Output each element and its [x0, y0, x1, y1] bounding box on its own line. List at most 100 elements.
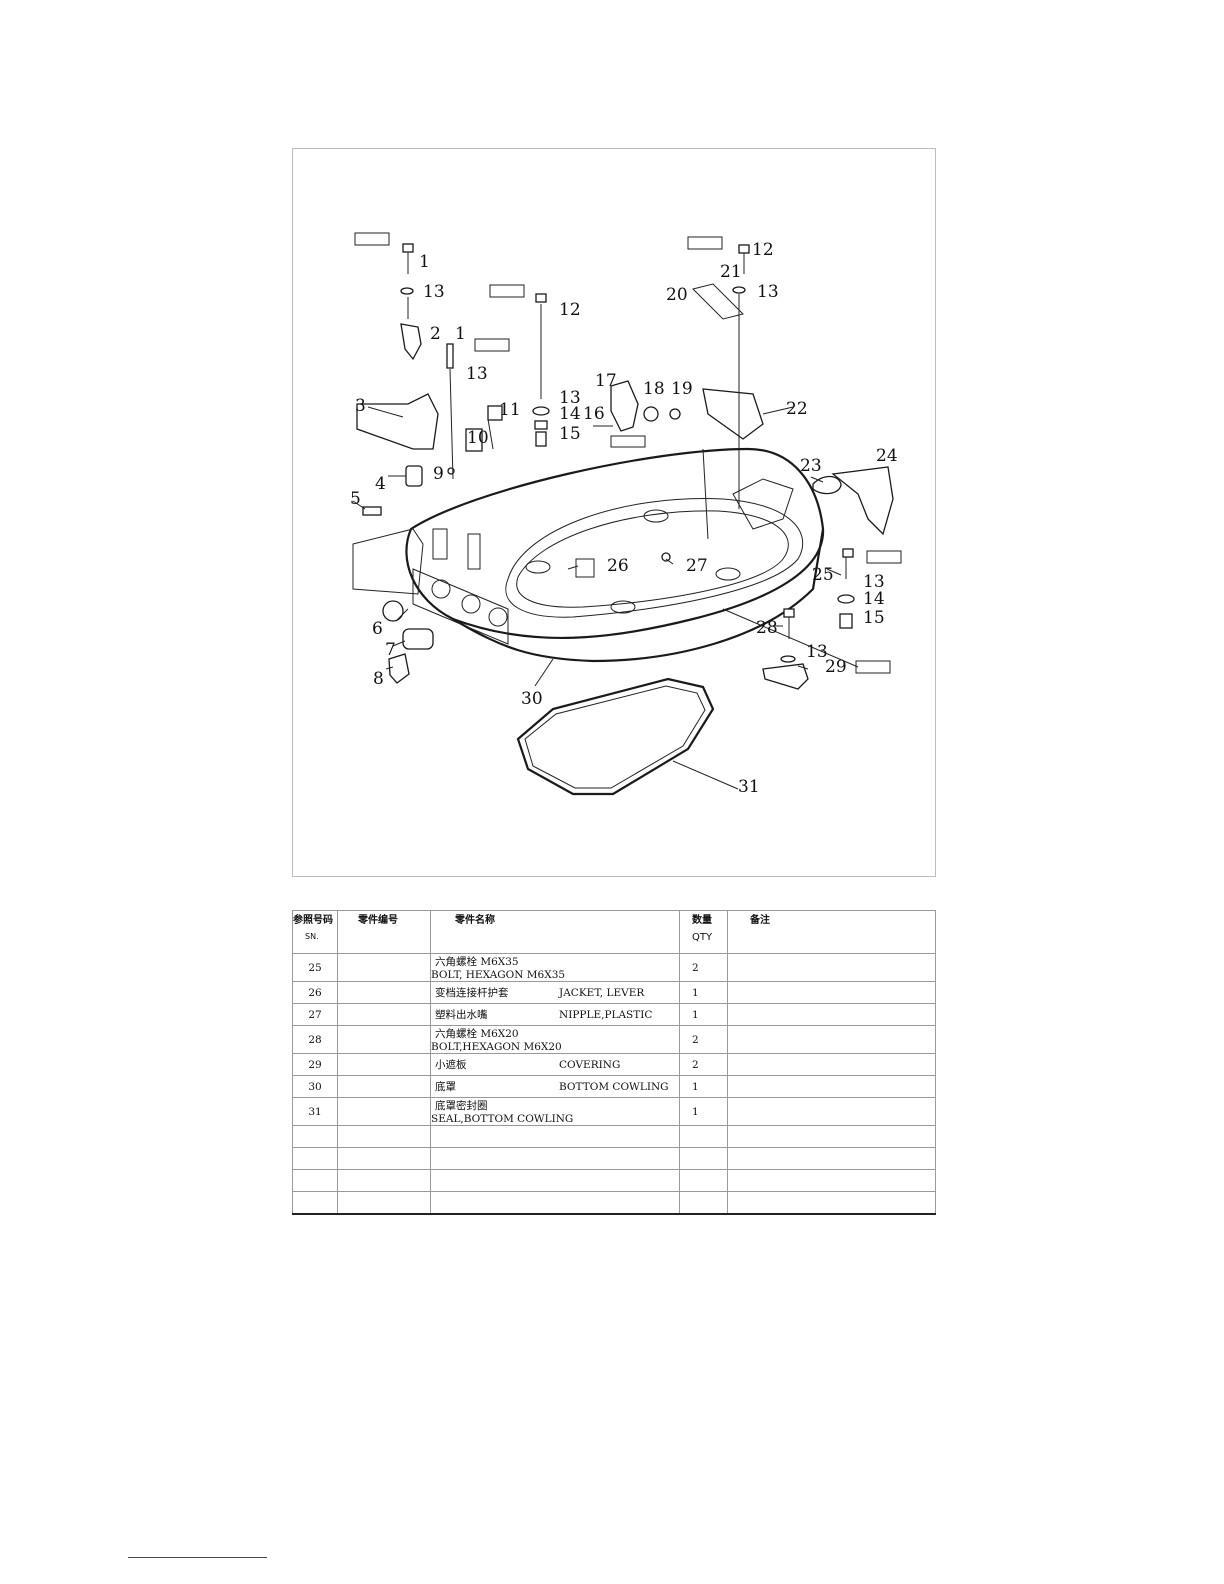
cell-qty: 2 — [679, 1025, 728, 1054]
callout: 26 — [607, 556, 629, 576]
callout: 12 — [559, 300, 581, 320]
cell-remarks — [727, 1097, 936, 1126]
header-qty: 数量 QTY — [679, 910, 728, 954]
bottom-cowling-drawing — [352, 447, 825, 663]
leader-lines — [352, 294, 859, 790]
callout: 24 — [876, 446, 898, 466]
header-remarks: 备注 — [727, 910, 936, 954]
callout: 13 — [466, 364, 488, 384]
cell-sn: 31 — [292, 1097, 338, 1126]
callout: 1 — [455, 324, 466, 344]
part-name-en: JACKET, LEVER — [559, 987, 645, 999]
cell-qty — [679, 1169, 728, 1192]
cell-remarks — [727, 1053, 936, 1076]
callout: 1 — [419, 252, 430, 272]
callout: 27 — [686, 556, 708, 576]
part-name-en: BOTTOM COWLING — [559, 1081, 669, 1093]
cell-qty — [679, 1125, 728, 1148]
cell-part-no — [337, 953, 431, 982]
table-row: 31 底罩密封圈SEAL,BOTTOM COWLING 1 — [292, 1097, 936, 1126]
cell-part-no — [337, 1025, 431, 1054]
cell-remarks — [727, 981, 936, 1004]
callout: 30 — [521, 689, 543, 709]
part-name-en: BOLT,HEXAGON M6X20 — [431, 1041, 562, 1053]
callout: 20 — [666, 285, 688, 305]
header-ref-code: 参照号码 SN. — [292, 910, 338, 954]
callout: 16 — [583, 404, 605, 424]
cell-part-name: 六角螺栓 M6X20BOLT,HEXAGON M6X20 — [430, 1025, 680, 1054]
callout: 23 — [800, 456, 822, 476]
part-name-cn: 六角螺栓 M6X35 — [435, 956, 519, 968]
cell-part-name — [430, 1169, 680, 1192]
cell-part-no — [337, 1097, 431, 1126]
table-row — [292, 1125, 936, 1148]
part-name-en: SEAL,BOTTOM COWLING — [431, 1113, 574, 1125]
cell-part-name: 底罩密封圈SEAL,BOTTOM COWLING — [430, 1097, 680, 1126]
callout: 17 — [595, 371, 617, 391]
cell-remarks — [727, 1125, 936, 1148]
diagram-drawing: 1 13 2 1 13 3 12 13 14 15 11 10 9 4 5 17… — [350, 232, 902, 797]
callout: 14 — [863, 589, 885, 609]
cell-qty: 2 — [679, 1053, 728, 1076]
seal-ring-drawing — [516, 677, 715, 796]
cell-sn: 25 — [292, 953, 338, 982]
cell-sn — [292, 1169, 338, 1192]
callout: 19 — [671, 379, 693, 399]
callout: 4 — [375, 474, 386, 494]
table-row: 28 六角螺栓 M6X20BOLT,HEXAGON M6X20 2 — [292, 1025, 936, 1054]
cell-part-no — [337, 1125, 431, 1148]
table-row — [292, 1191, 936, 1215]
callout: 5 — [350, 489, 361, 509]
callout: 21 — [720, 262, 742, 282]
cell-sn: 29 — [292, 1053, 338, 1076]
part-name-cn: 底罩密封圈 — [435, 1100, 488, 1112]
part-name-en: BOLT, HEXAGON M6X35 — [431, 969, 566, 981]
callout: 7 — [385, 640, 396, 660]
part-name-en: NIPPLE,PLASTIC — [559, 1009, 653, 1021]
cell-qty: 1 — [679, 1097, 728, 1126]
parts-list-table: 参照号码 SN. 零件编号 零件名称 数量 QTY 备注 25 六角螺栓 M6X… — [292, 910, 936, 1215]
callout: 2 — [430, 324, 441, 344]
callout: 9 — [433, 464, 444, 484]
cell-sn — [292, 1125, 338, 1148]
cell-sn: 30 — [292, 1075, 338, 1098]
small-parts-drawing — [356, 243, 894, 690]
callout: 15 — [559, 424, 581, 444]
table-row: 30 底罩 BOTTOM COWLING 1 — [292, 1075, 936, 1098]
cell-part-no — [337, 1147, 431, 1170]
cell-qty — [679, 1191, 728, 1215]
header-part-no: 零件编号 — [337, 910, 431, 954]
cell-part-name: 六角螺栓 M6X35BOLT, HEXAGON M6X35 — [430, 953, 680, 982]
callout: 31 — [738, 777, 760, 797]
cell-sn: 26 — [292, 981, 338, 1004]
callout: 10 — [467, 428, 489, 448]
cell-sn — [292, 1191, 338, 1215]
callout: 3 — [355, 396, 366, 416]
callout: 29 — [825, 657, 847, 677]
cell-part-name: 塑料出水嘴 NIPPLE,PLASTIC — [430, 1003, 680, 1026]
cell-qty: 2 — [679, 953, 728, 982]
cell-qty: 1 — [679, 1075, 728, 1098]
part-name-cn: 塑料出水嘴 — [435, 1009, 488, 1021]
callout: 6 — [372, 619, 383, 639]
cell-part-no — [337, 1053, 431, 1076]
callout: 12 — [752, 240, 774, 260]
exploded-parts-diagram: 1 13 2 1 13 3 12 13 14 15 11 10 9 4 5 17… — [292, 148, 936, 877]
callout: 11 — [499, 400, 521, 420]
footnote-separator — [128, 1557, 267, 1558]
header-part-name: 零件名称 — [430, 910, 680, 954]
part-name-cn: 六角螺栓 M6X20 — [435, 1028, 519, 1040]
part-name-cn: 底罩 — [435, 1081, 456, 1093]
cell-sn — [292, 1147, 338, 1170]
cell-sn: 27 — [292, 1003, 338, 1026]
callout: 22 — [786, 399, 808, 419]
cell-remarks — [727, 1191, 936, 1215]
cell-remarks — [727, 1147, 936, 1170]
table-row — [292, 1169, 936, 1192]
cell-qty: 1 — [679, 981, 728, 1004]
cell-remarks — [727, 1075, 936, 1098]
